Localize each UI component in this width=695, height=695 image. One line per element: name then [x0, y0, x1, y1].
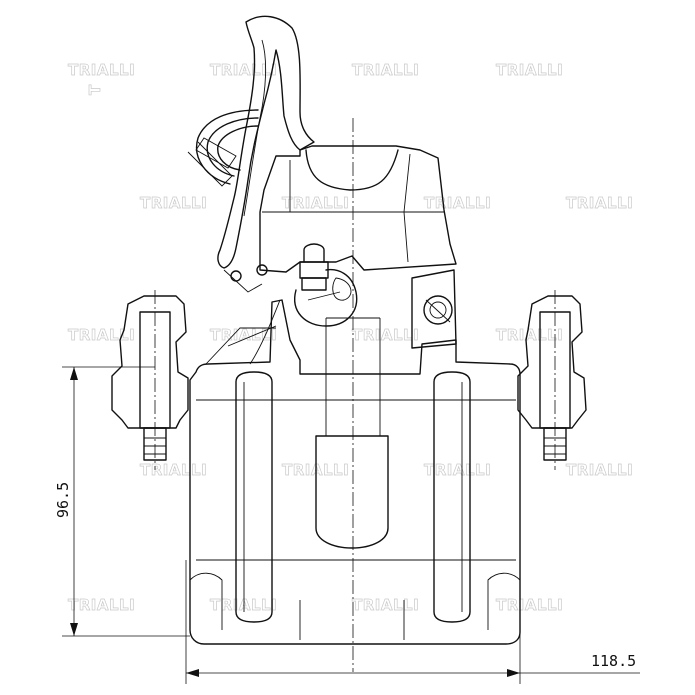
guide-pin-right [517, 290, 587, 470]
watermark-text: TRIALLI [210, 61, 277, 79]
watermark-text: TRIALLI [352, 326, 419, 344]
height-dimension: 96.5 [54, 366, 190, 637]
width-dimension-label: 118.5 [591, 652, 636, 670]
svg-text:T: T [86, 84, 104, 95]
watermark-text: TRIALLI [496, 326, 563, 344]
watermark-text: TRIALLI [496, 596, 563, 614]
watermark-text: TRIALLI [496, 61, 563, 79]
caliper-housing-upper [259, 145, 457, 273]
watermark-text: TRIALLI [210, 596, 277, 614]
watermark-text: TRIALLI [424, 461, 491, 479]
width-dimension: 118.5 [185, 560, 640, 684]
watermark-text: TRIALLI [68, 326, 135, 344]
watermark-text: TRIALLI [352, 596, 419, 614]
watermark-text: TRIALLI [140, 461, 207, 479]
watermark-text: TRIALLI [140, 194, 207, 212]
watermark-text: TRIALLI [352, 61, 419, 79]
height-dimension-label: 96.5 [54, 482, 72, 518]
watermark-text: TRIALLI [68, 61, 135, 79]
caliper-body [189, 299, 521, 645]
watermark-text: TRIALLI [566, 194, 633, 212]
watermark-text: TRIALLI [282, 194, 349, 212]
guide-pin-left [111, 290, 189, 470]
parking-brake-lever [187, 15, 315, 293]
watermark-text: TRIALLI [68, 596, 135, 614]
bleed-nipple [294, 243, 358, 327]
watermark-grid: T TRIALLI TRIALLI TRIALLI TRIALLI TRIALL… [68, 61, 633, 615]
watermark-text: TRIALLI [566, 461, 633, 479]
watermark-text: TRIALLI [210, 326, 277, 344]
watermark-text: TRIALLI [424, 194, 491, 212]
